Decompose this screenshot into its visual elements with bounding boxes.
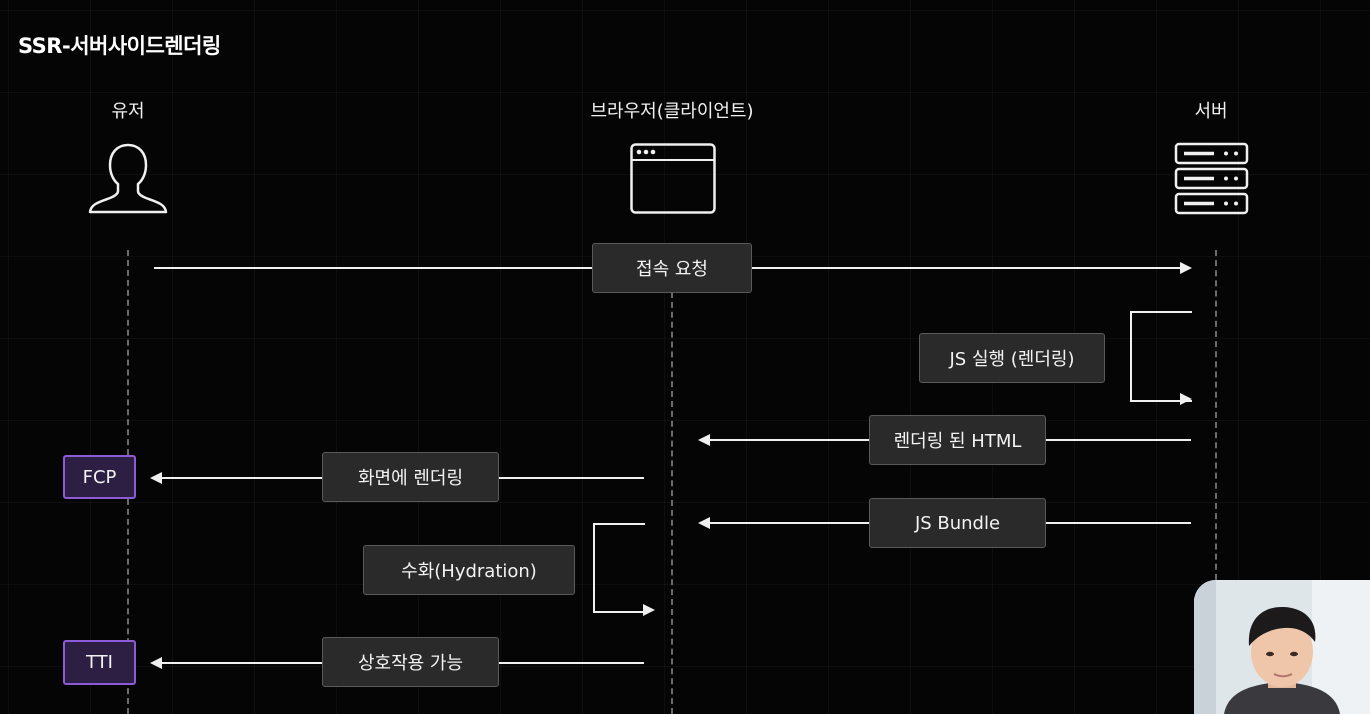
rendered-html-label: 렌더링 된 HTML	[869, 415, 1046, 465]
server-icon	[1174, 142, 1249, 215]
tti-badge: TTI	[63, 640, 136, 685]
actor-browser-label: 브라우저(클라이언트)	[590, 101, 754, 122]
render-to-screen-label: 화면에 렌더링	[322, 452, 499, 502]
js-execute-arrowhead	[1180, 393, 1192, 405]
js-execute-label: JS 실행 (렌더링)	[919, 333, 1105, 383]
browser-window-icon	[630, 143, 716, 214]
user-icon	[88, 143, 168, 214]
browser-lifeline	[671, 292, 673, 714]
interactive-label: 상호작용 가능	[322, 637, 499, 687]
js-bundle-arrowhead	[698, 517, 710, 529]
actor-server-label: 서버	[1194, 101, 1228, 122]
presenter-webcam	[1194, 580, 1370, 714]
interactive-arrowhead	[150, 657, 162, 669]
actor-user-label: 유저	[111, 101, 145, 122]
js-bundle-label: JS Bundle	[869, 498, 1046, 548]
js-execute-loop	[1130, 311, 1192, 402]
server-lifeline	[1215, 250, 1217, 590]
rendered-html-arrowhead	[698, 434, 710, 446]
hydration-arrowhead	[643, 604, 655, 616]
hydration-label: 수화(Hydration)	[363, 545, 575, 595]
render-to-screen-arrowhead	[150, 472, 162, 484]
presenter-photo	[1194, 580, 1370, 714]
connect-request-label: 접속 요청	[592, 243, 752, 293]
hydration-loop	[593, 523, 645, 613]
connect-request-arrowhead	[1180, 262, 1192, 274]
page-title: SSR-서버사이드렌더링	[18, 34, 221, 58]
fcp-badge: FCP	[63, 455, 136, 499]
